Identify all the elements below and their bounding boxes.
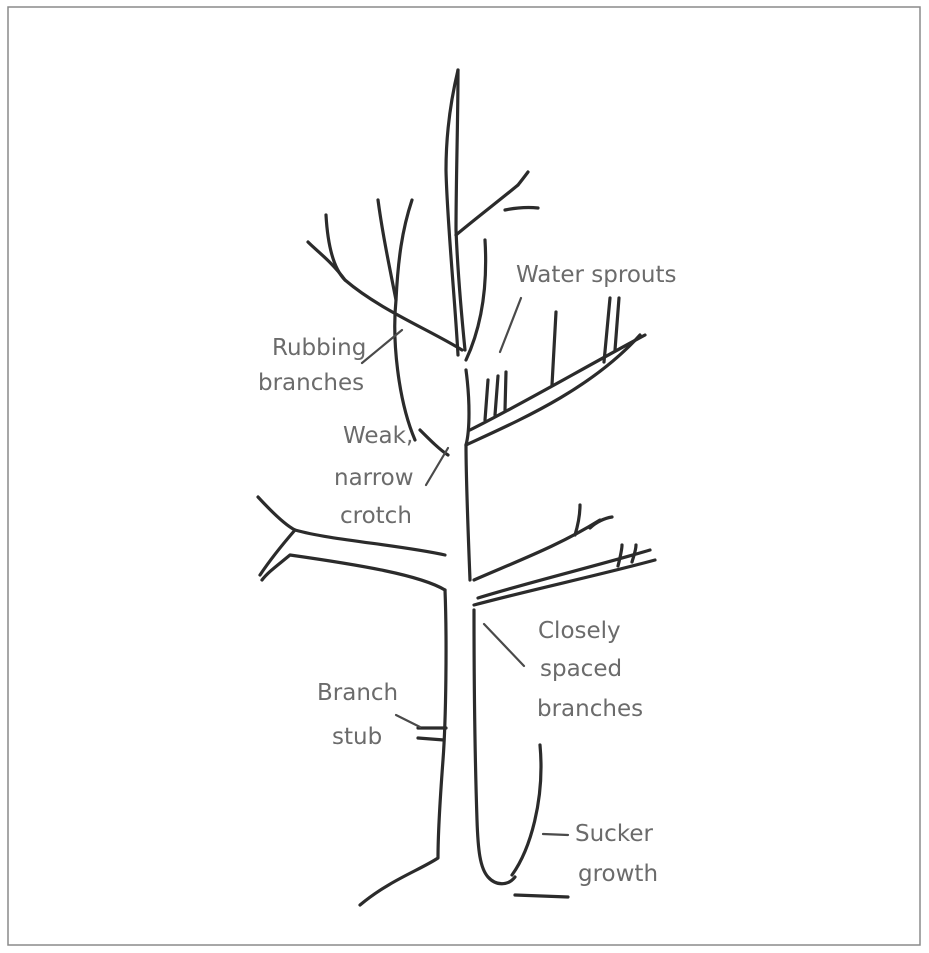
water-sprout-6: [615, 298, 619, 350]
label-closely-line2: spaced: [540, 656, 622, 682]
rubbing-branch-middle: [466, 240, 486, 360]
left-scaffold-fork: [260, 530, 295, 575]
leader-water-sprouts: [500, 298, 521, 352]
label-sucker-line1: Sucker: [575, 821, 653, 847]
label-closely-line1: Closely: [538, 618, 621, 644]
water-sprout-5: [604, 298, 610, 362]
label-stub-line1: Branch: [317, 680, 398, 706]
close-branch-upper: [474, 520, 600, 580]
label-weak-line3: crotch: [340, 503, 412, 529]
rubbing-branch-right-tip: [308, 242, 345, 280]
tree-illustration: [258, 70, 655, 905]
leader-closely-spaced: [484, 624, 524, 666]
leader-branch-stub: [396, 715, 420, 727]
figure-frame: [8, 7, 920, 945]
central-leader-right: [456, 70, 465, 350]
label-weak-line2: narrow: [334, 465, 414, 491]
label-weak-line1: Weak,: [343, 423, 413, 449]
label-rubbing-line1: Rubbing: [272, 335, 366, 361]
sucker-stem: [512, 745, 541, 875]
water-sprout-1: [485, 380, 488, 420]
label-closely-line3: branches: [537, 696, 643, 722]
weak-crotch-left: [420, 430, 448, 455]
label-water-sprouts: Water sprouts: [516, 262, 676, 288]
upper-right-branch-tip-a: [518, 172, 528, 185]
leader-weak-crotch: [426, 448, 448, 485]
branch-stub-bottom: [418, 738, 444, 740]
label-stub-line2: stub: [332, 724, 382, 750]
leader-sucker-growth: [543, 834, 568, 835]
label-sucker-line2: growth: [578, 861, 658, 887]
sucker-base: [515, 895, 568, 897]
water-sprout-2: [495, 376, 498, 415]
upper-right-branch-tip-b: [505, 208, 538, 210]
close-branch-lower-2: [478, 550, 650, 598]
weak-crotch-right: [466, 370, 469, 445]
label-rubbing-line2: branches: [258, 370, 364, 396]
rubbing-branch-left-tip: [378, 200, 396, 300]
water-sprout-4: [552, 312, 556, 385]
trunk-right-upper: [466, 445, 470, 580]
left-scaffold-branch-lower: [262, 555, 445, 590]
close-branch-lower-tip-a: [618, 545, 622, 566]
water-sprout-3: [505, 372, 506, 410]
leader-lines: [362, 298, 568, 835]
